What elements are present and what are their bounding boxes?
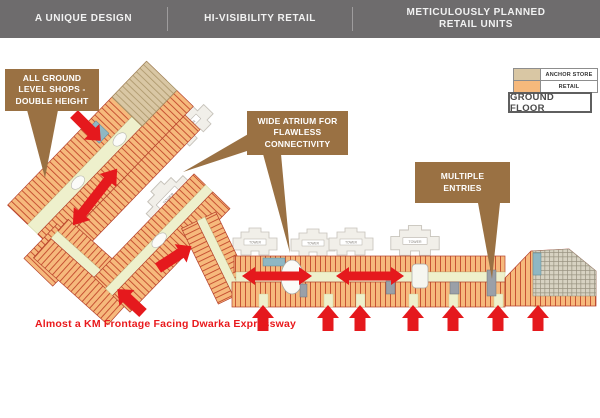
legend: ANCHOR STORE RETAIL: [513, 68, 598, 93]
entry-arrow-6: [487, 305, 509, 331]
flow-arrow-wing: [72, 168, 118, 226]
entry-arrow-mid: [155, 244, 192, 273]
entry-arrow-4: [402, 305, 424, 331]
header-divider: [352, 7, 353, 31]
anchor-store-swatch: [514, 69, 541, 80]
entry-arrow-7: [527, 305, 549, 331]
retail-strip: [231, 255, 548, 308]
callout-double-height: ALL GROUND LEVEL SHOPS - DOUBLE HEIGHT: [5, 69, 99, 111]
svg-text:TOWER: TOWER: [307, 242, 320, 246]
callout-pointers: [27, 110, 500, 279]
svg-text:TOWER: TOWER: [345, 241, 358, 245]
entry-arrow-1: [252, 305, 274, 331]
callout-wide-atrium: WIDE ATRIUM FOR FLAWLESS CONNECTIVITY: [247, 111, 348, 155]
anchor-store-area: [111, 60, 178, 127]
flow-arrow-strip-1: [242, 267, 312, 285]
legend-label-anchor: ANCHOR STORE: [545, 71, 593, 78]
frontage-note: Almost a KM Frontage Facing Dwarka Expre…: [35, 318, 297, 330]
entry-arrow-corner: [117, 289, 147, 318]
legend-row-anchor: ANCHOR STORE: [513, 68, 598, 80]
header-divider: [167, 7, 168, 31]
flow-arrows: [70, 110, 549, 331]
pointer-wide-atrium-left: [183, 133, 250, 172]
tower-footprint: TOWER: [232, 227, 278, 256]
pointer-multiple-entries: [478, 203, 500, 279]
tower-footprint: TOWER: [290, 228, 336, 257]
pointer-double-height: [27, 110, 58, 178]
pointer-wide-atrium-down: [263, 154, 290, 253]
svg-text:TOWER: TOWER: [408, 240, 421, 244]
entry-arrow-top-left: [70, 110, 101, 141]
entry-arrow-3: [349, 305, 371, 331]
entry-arrow-2: [317, 305, 339, 331]
retail-swatch: [514, 81, 541, 92]
header-title-unique-design: A UNIQUE DESIGN: [34, 12, 133, 24]
header-title-planned-units: METICULOUSLY PLANNED RETAIL UNITS: [406, 6, 546, 31]
header-bar: A UNIQUE DESIGN HI-VISIBILITY RETAIL MET…: [0, 0, 600, 38]
legend-label-retail: RETAIL: [558, 83, 580, 90]
ground-floor-label: GROUND FLOOR: [508, 92, 592, 114]
callout-multiple-entries: MULTIPLE ENTRIES: [415, 162, 510, 203]
tower-footprint: TOWER: [390, 225, 440, 256]
tower-footprint: TOWER: [328, 227, 374, 256]
flow-arrow-strip-2: [336, 267, 404, 285]
entry-arrow-5: [442, 305, 464, 331]
svg-text:TOWER: TOWER: [249, 241, 262, 245]
header-title-hi-visibility: HI-VISIBILITY RETAIL: [204, 12, 316, 24]
right-anchor-block: [504, 248, 597, 307]
